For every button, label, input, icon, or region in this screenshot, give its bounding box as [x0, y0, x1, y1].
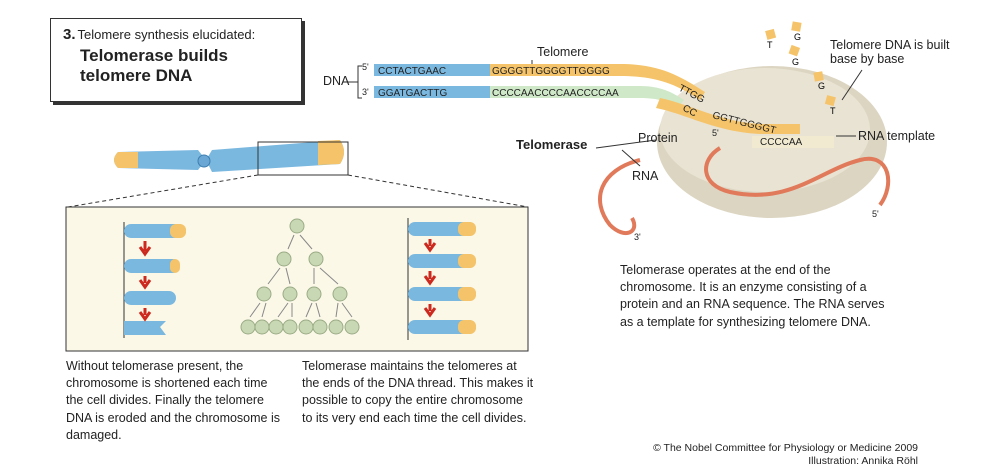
shortening-stack — [123, 222, 186, 338]
credits: © The Nobel Committee for Physiology or … — [600, 442, 918, 468]
middle-paragraph: Telomerase maintains the telomeres at th… — [302, 359, 534, 425]
chromo-segment — [124, 224, 186, 238]
cell-division-tree — [240, 218, 360, 335]
subtitle: Telomere synthesis elucidated: — [77, 27, 256, 42]
cell — [289, 218, 305, 234]
free-bases: T G G G T — [765, 21, 836, 116]
credit-line-2: Illustration: Annika Röhl — [808, 455, 918, 467]
arrow-down — [138, 241, 152, 257]
right-paragraph: Telomerase operates at the end of the ch… — [620, 263, 885, 329]
seq-top-yellow: GGGGTTGGGGTTGGGG — [492, 66, 610, 77]
free-base-block — [791, 21, 802, 32]
title-line: 3.Telomere synthesis elucidated: — [63, 26, 291, 43]
chromo-telomere — [170, 259, 180, 273]
cell — [240, 319, 256, 335]
free-base-block — [765, 28, 777, 40]
chromo-telomere — [458, 287, 476, 301]
telomere-tail — [656, 98, 800, 134]
free-base-block — [824, 95, 836, 107]
seq-bottom-blue: GGATGACTTG — [378, 88, 447, 99]
left-paragraph: Without telomerase present, the chromoso… — [66, 359, 280, 442]
title-box: 3.Telomere synthesis elucidated: Telomer… — [50, 18, 302, 102]
cell — [276, 251, 292, 267]
zoom-box — [257, 141, 349, 176]
credit-line-1: © The Nobel Committee for Physiology or … — [653, 442, 918, 454]
rna-ribbon-left — [598, 158, 641, 236]
cell — [328, 319, 344, 335]
chromo-telomere — [458, 254, 476, 268]
free-base-letter: G — [818, 81, 825, 91]
seq-bottom-green: CCCCAACCCCAACCCCAA — [492, 88, 619, 99]
seq-rna-template: CCCCAA — [760, 137, 803, 148]
chromosome-left-telomere — [114, 152, 138, 168]
five-prime-template: 5' — [712, 128, 719, 138]
cell — [312, 319, 328, 335]
step-number: 3. — [63, 26, 76, 43]
chromo-damaged — [124, 321, 166, 335]
cell — [306, 286, 322, 302]
chromosome-right-arm — [206, 140, 344, 172]
top-strand-telomere — [490, 64, 705, 100]
free-base-letter: G — [794, 32, 801, 42]
chromosome-right-telomere — [318, 140, 344, 165]
free-base-block — [813, 71, 824, 82]
heading-line-2: telomere DNA — [80, 66, 193, 85]
telomerase-label: Telomerase — [516, 137, 588, 152]
dna-label: DNA — [323, 74, 350, 88]
chromo-telomere — [458, 222, 476, 236]
arrow-down — [138, 308, 152, 322]
cell — [332, 286, 348, 302]
cell — [344, 319, 360, 335]
cell — [254, 319, 270, 335]
arrow-down — [423, 304, 437, 318]
telomere-label: Telomere — [537, 45, 589, 59]
chromo-segment — [124, 259, 180, 273]
chromosome — [114, 140, 349, 176]
heading-line-1: Telomerase builds — [80, 46, 229, 65]
three-prime-bottom: 3' — [362, 87, 369, 97]
protein-label: Protein — [638, 131, 678, 145]
free-base-letter: T — [767, 40, 773, 50]
cell — [308, 251, 324, 267]
three-prime-rna: 3' — [634, 232, 641, 242]
zoom-line-right — [347, 174, 529, 208]
telomerase-leader — [595, 139, 657, 149]
rna-label: RNA — [632, 169, 659, 183]
arrow-down — [423, 271, 437, 286]
cell — [268, 319, 284, 335]
seq-top-blue: CCTACTGAAC — [378, 66, 446, 77]
telomere-dna-leader — [841, 69, 863, 101]
free-base-letter: G — [792, 57, 799, 67]
rna-template-band — [752, 136, 834, 148]
top-strand-dna — [374, 64, 490, 76]
cell — [256, 286, 272, 302]
arrow-down — [138, 276, 152, 290]
bottom-strand-dna — [374, 86, 490, 98]
chromo-telomere — [170, 224, 186, 238]
rna-ribbon-right — [704, 146, 891, 207]
centromere — [197, 154, 211, 168]
maintained-stack — [407, 218, 476, 340]
free-base-letter: T — [830, 106, 836, 116]
division-arrows — [249, 234, 353, 318]
telomere-dna-built-label: Telomere DNA is built base by base — [830, 38, 950, 66]
chromo-telomere — [458, 320, 476, 334]
chromo-segment — [124, 291, 176, 305]
arrow-down — [423, 239, 437, 253]
five-prime-top: 5' — [362, 62, 369, 72]
rna-leader — [621, 149, 641, 167]
rna-template-label: RNA template — [858, 129, 936, 143]
free-base-block — [788, 44, 801, 57]
cell — [282, 286, 298, 302]
bottom-strand-green — [490, 86, 684, 108]
cell — [298, 319, 314, 335]
cell — [282, 319, 298, 335]
five-prime-rna: 5' — [872, 209, 879, 219]
zoom-line-left — [67, 174, 259, 208]
